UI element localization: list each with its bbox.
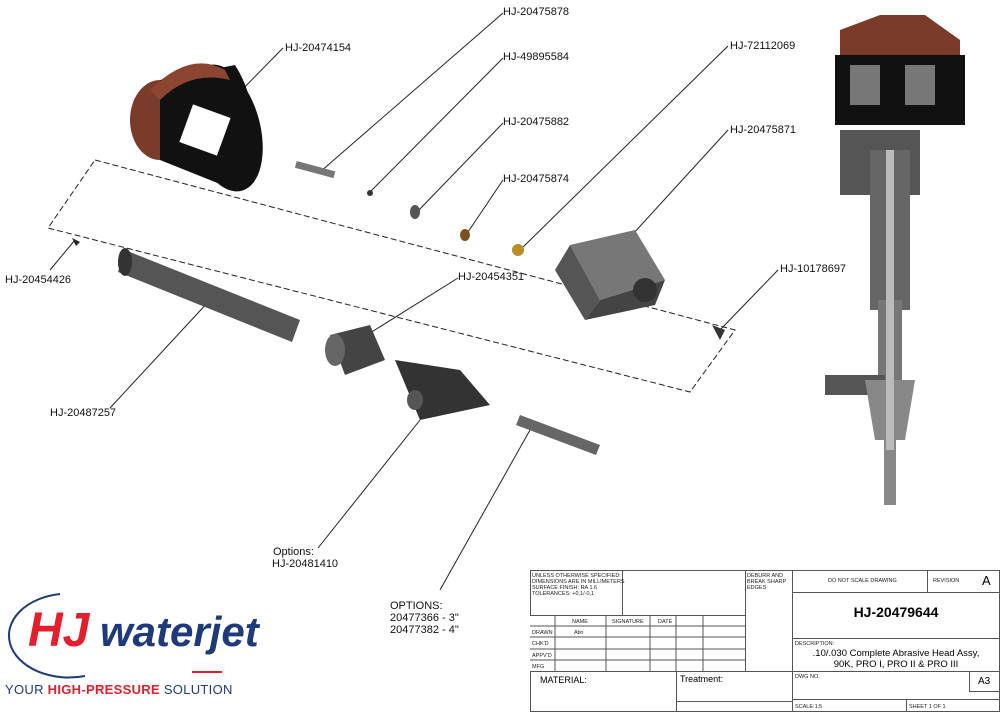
col-name: NAME [572, 619, 588, 625]
signoff-grid [530, 615, 746, 672]
hj-waterjet-logo: HJ waterjet YOUR HIGH-PRESSURE SOLUTION [0, 584, 270, 712]
material-label: MATERIAL: [540, 675, 587, 685]
washer-part [410, 205, 420, 219]
revision-label: REVISION [933, 578, 960, 584]
assembly-axis-line [47, 159, 736, 393]
callout-label: HJ-20475874 [503, 173, 570, 185]
options-value: HJ-20481410 [272, 558, 339, 570]
deburr-note: EDGES [747, 585, 767, 591]
col-signature: SIGNATURE [612, 619, 644, 625]
note: TOLERANCES: +0,1/-0,1 [532, 591, 595, 597]
deburr-note: BREAK SHARP [747, 579, 787, 585]
row-mfg: MFG [532, 664, 545, 670]
row-checked: CHK'D [532, 641, 549, 647]
nut-part [325, 325, 385, 375]
cap-assembly-part [130, 63, 263, 192]
row-approved: APPV'D [532, 653, 552, 659]
treatment-label: Treatment: [680, 674, 724, 684]
callout-label: HJ-20475878 [503, 6, 570, 18]
orifice-part [460, 229, 470, 241]
sheet-size: A3 [978, 676, 991, 687]
deburr-note: DEBURR AND [747, 573, 784, 579]
description-label: DESCRIPTION: [795, 641, 835, 647]
callout-label: HJ-72112069 [730, 40, 796, 52]
note: SURFACE FINISH: RA 1.6 [532, 585, 598, 591]
logo-tagline: YOUR HIGH-PRESSURE SOLUTION [5, 682, 233, 697]
small-seal-part [367, 190, 373, 196]
options-value: 20477366 - 3" [390, 612, 459, 624]
options-title: Options: [273, 546, 314, 558]
callout-label: HJ-20475871 [730, 124, 797, 136]
mixing-tube-part [118, 248, 300, 342]
callout-label: HJ-20475882 [503, 116, 570, 128]
revision-value: A [982, 573, 991, 588]
callout-label: HJ-20454426 [5, 274, 72, 286]
drawn-name: Atin [574, 630, 584, 636]
row-drawn: DRAWN [532, 630, 553, 636]
screw-part [72, 238, 80, 246]
note: UNLESS OTHERWISE SPECIFIED: [532, 573, 621, 579]
pin-part [294, 160, 336, 179]
callout-label: HJ-49895584 [503, 51, 570, 63]
nozzle-body-part [395, 360, 490, 420]
section-view [825, 15, 965, 505]
callout-label: HJ-20454351 [458, 271, 525, 283]
scale-label: SCALE:1:5 [795, 704, 823, 710]
callout-label: HJ-10178697 [780, 263, 847, 275]
options-value: 20477382 - 4" [390, 624, 459, 636]
do-not-scale-note: DO NOT SCALE DRAWING [828, 578, 897, 584]
screw-part [712, 325, 725, 340]
col-date: DATE [658, 619, 673, 625]
dwg-no-label: DWG NO. [795, 674, 820, 680]
sheet-label: SHEET 1 OF 1 [909, 704, 946, 710]
body-block-part [555, 230, 665, 320]
callout-label: HJ-20487257 [50, 407, 117, 419]
description: .10/.030 Complete Abrasive Head Assy,90K… [812, 648, 980, 670]
title-block: UNLESS OTHERWISE SPECIFIED: DIMENSIONS A… [530, 570, 1000, 712]
options-title: OPTIONS: [390, 600, 443, 612]
focusing-tube-part [516, 415, 600, 455]
callout-label: HJ-20474154 [285, 42, 352, 54]
svg-text:HJ: HJ [28, 604, 91, 657]
part-number: HJ-20479644 [853, 604, 939, 620]
fitting-part [512, 244, 524, 256]
svg-text:waterjet: waterjet [100, 608, 261, 655]
note: DIMENSIONS ARE IN MILLIMETERS [532, 579, 625, 585]
